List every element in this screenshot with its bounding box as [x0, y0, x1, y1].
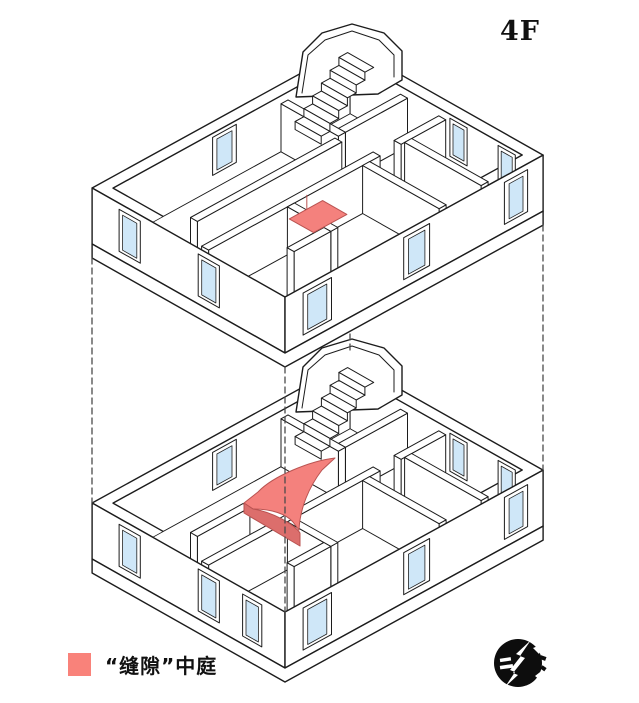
logo-dash-1	[499, 657, 512, 663]
logo-notch-2	[535, 669, 544, 680]
logo-fragment-2	[540, 665, 547, 672]
cracked-sphere-logo	[494, 639, 547, 687]
logo-fragment-1	[539, 655, 547, 661]
logo-notch-1	[533, 644, 543, 654]
projection-dashed-lines	[91, 224, 544, 613]
legend-atrium-label: “缝隙”中庭	[105, 654, 218, 678]
legend: “缝隙”中庭	[68, 650, 217, 679]
lower-floor-drawing	[91, 338, 544, 683]
logo-crack	[505, 640, 531, 687]
floor-label: 4F	[500, 16, 540, 47]
logo-dash-2	[499, 664, 514, 670]
legend-atrium-swatch	[68, 653, 91, 676]
upper-floor-drawing	[91, 23, 544, 368]
